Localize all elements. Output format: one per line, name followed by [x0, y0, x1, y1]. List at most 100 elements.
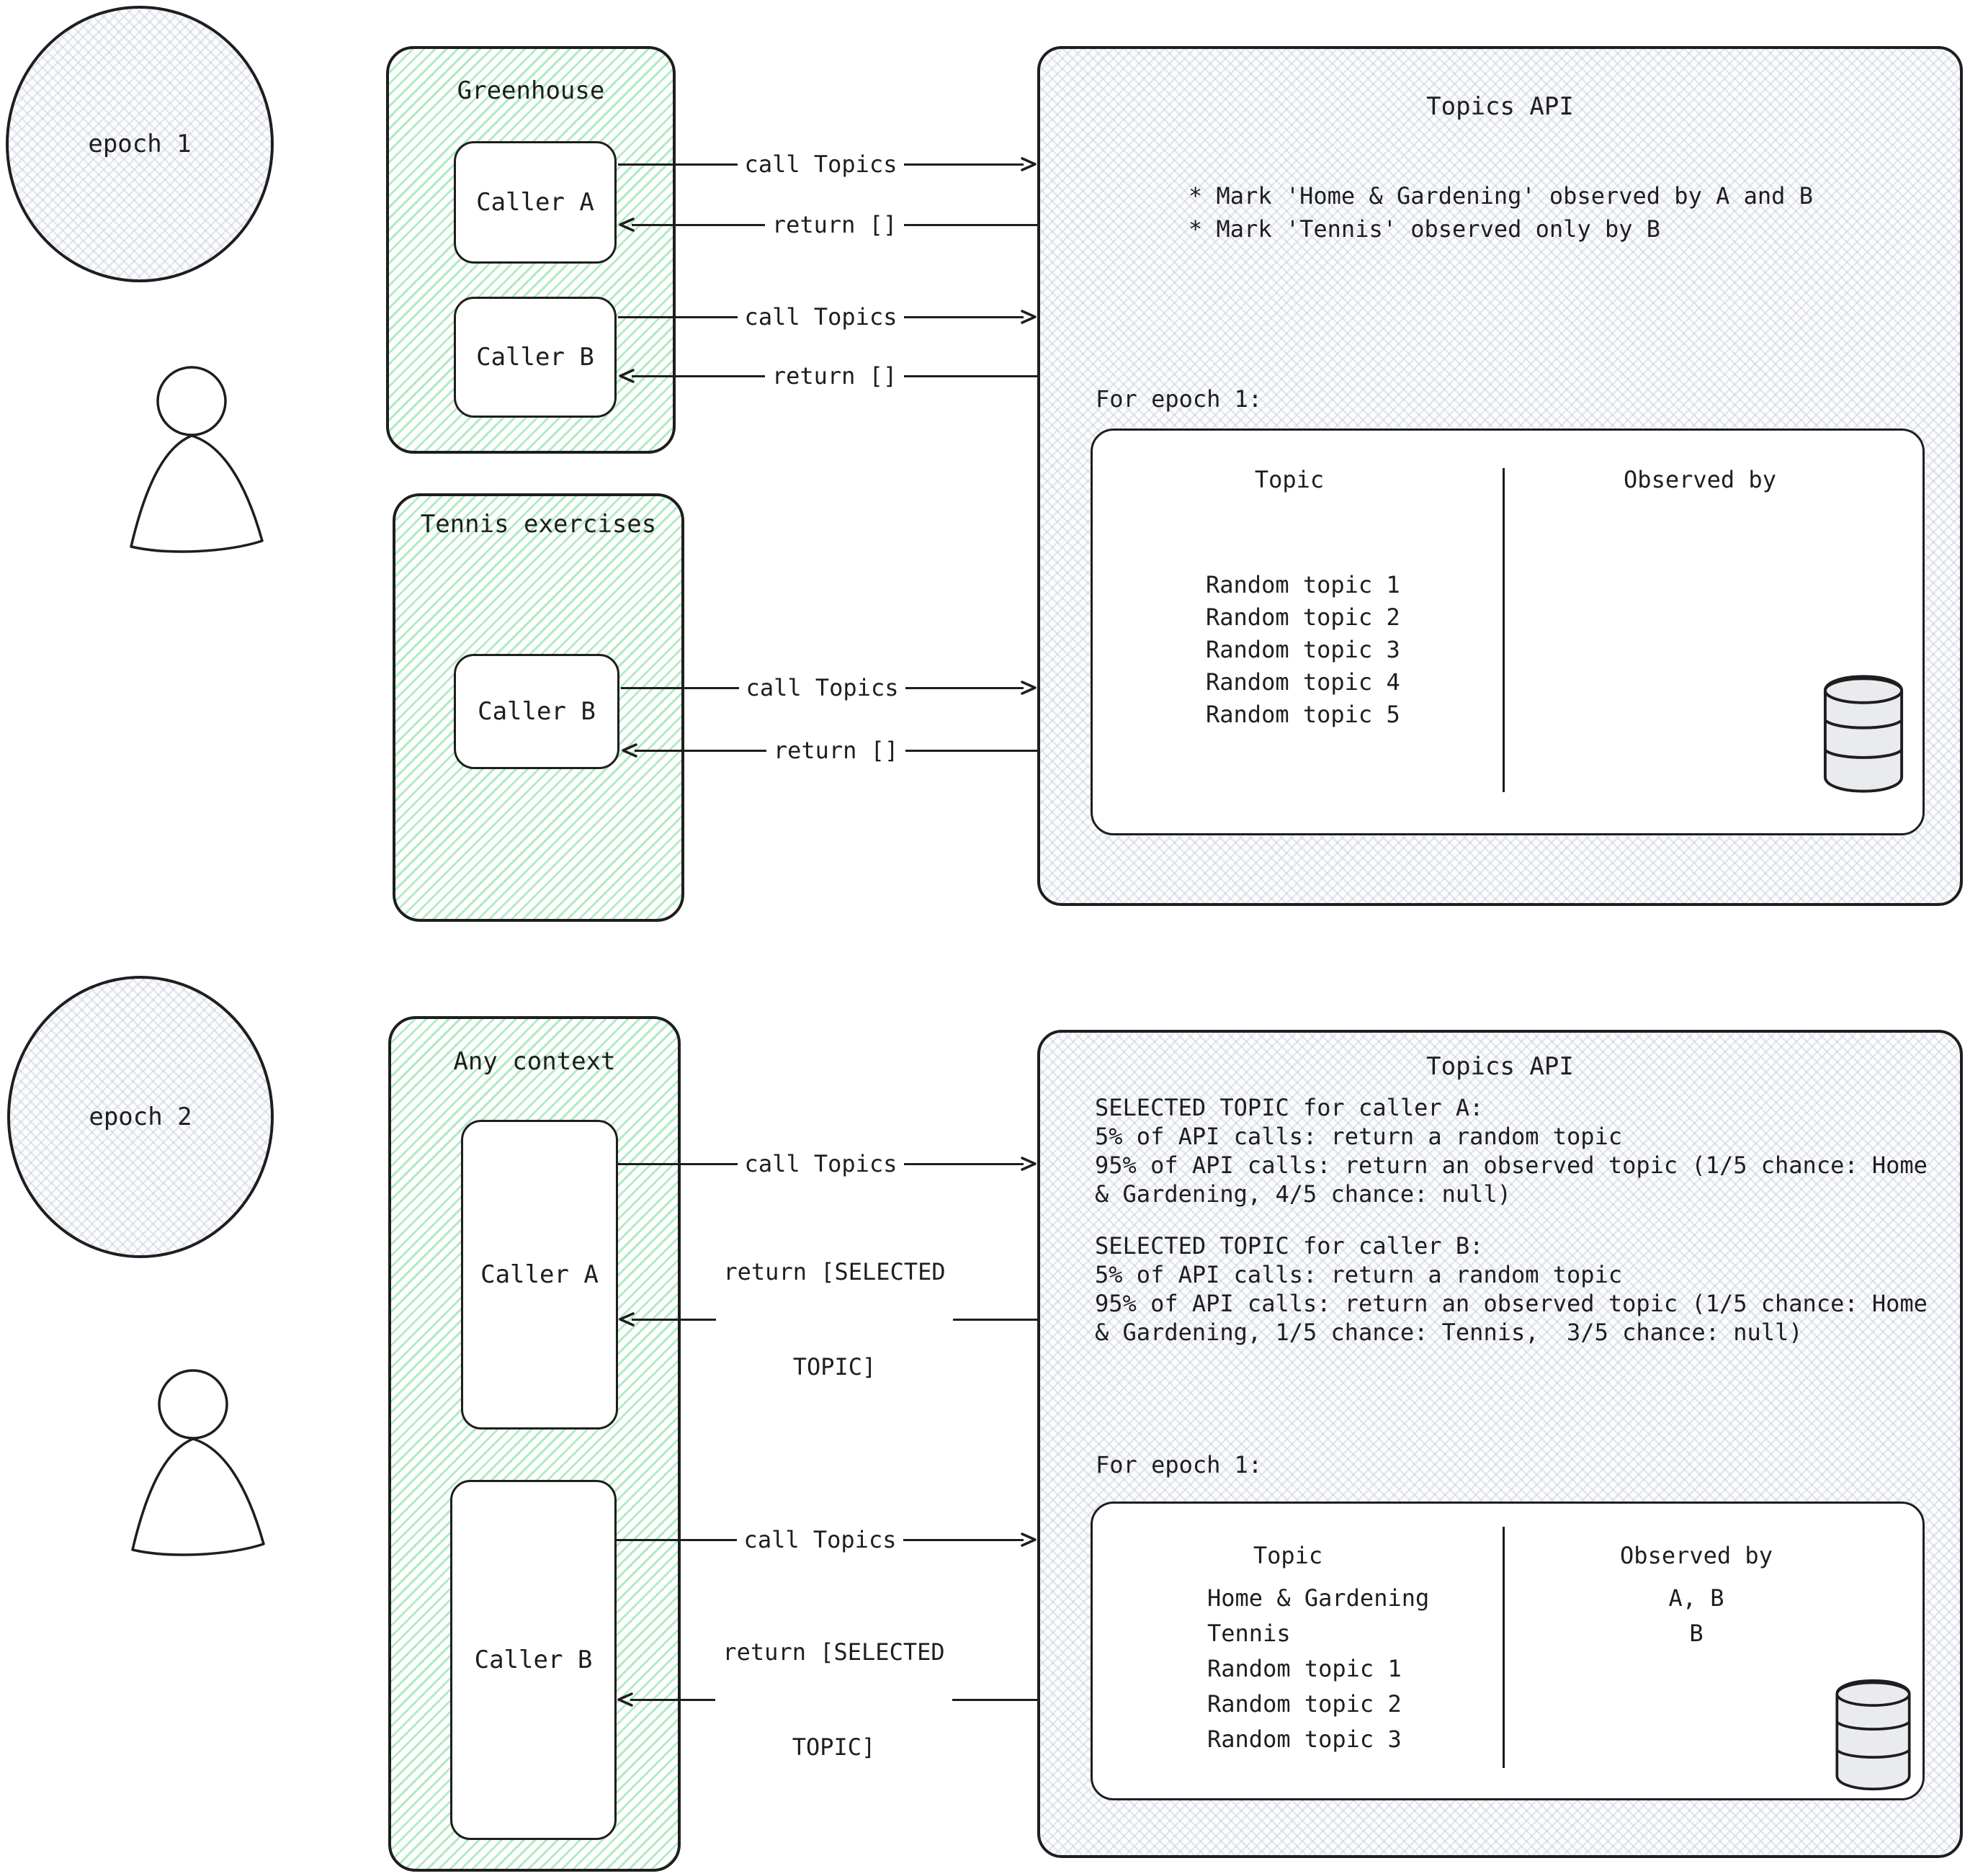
arrow-tennis-return: return [] — [621, 735, 1038, 766]
caller-a-box-epoch2: Caller A — [461, 1120, 618, 1430]
epoch2-table — [1091, 1502, 1925, 1800]
arrow-line — [632, 223, 765, 226]
arrow-caller-a-call-epoch2: call Topics — [618, 1148, 1037, 1180]
arrow-caller-a-return-epoch2: return [SELECTED TOPIC] — [618, 1258, 1037, 1381]
epoch1-observed-header: Observed by — [1624, 466, 1776, 493]
arrow-label: call Topics — [746, 674, 899, 701]
epoch1-label: epoch 1 — [88, 130, 192, 158]
arrowhead-left-icon — [622, 743, 637, 758]
arrow-label: call Topics — [743, 1526, 897, 1553]
policy-line: & Gardening, 4/5 chance: null) — [1095, 1180, 1511, 1208]
caller-b-box-epoch2: Caller B — [450, 1480, 617, 1840]
arrow-line — [632, 374, 765, 377]
arrow-label: return [SELECTED TOPIC] — [715, 1573, 952, 1826]
arrow-label: call Topics — [744, 151, 898, 178]
arrow-caller-a-return: return [] — [618, 209, 1038, 241]
caller-a-label: Caller A — [476, 188, 594, 217]
table-row: Random topic 3 — [1206, 636, 1400, 663]
caller-a-label: Caller A — [480, 1260, 599, 1289]
tennis-caller-b-box: Caller B — [454, 654, 619, 769]
epoch1-table-caption: For epoch 1: — [1096, 385, 1263, 413]
arrowhead-right-icon — [1021, 1157, 1037, 1171]
arrow-caller-b-return-epoch2: return [SELECTED TOPIC] — [617, 1638, 1037, 1761]
epoch1-topic-header: Topic — [1254, 466, 1325, 493]
arrow-line — [905, 749, 1038, 752]
epoch2-bubble: epoch 2 — [7, 976, 274, 1258]
caller-a-box: Caller A — [454, 141, 617, 264]
table-row: Random topic 3 — [1207, 1725, 1402, 1753]
epoch2-topic-rows: Home & Gardening Tennis Random topic 1 R… — [1207, 1581, 1429, 1757]
database-icon — [1823, 675, 1904, 793]
arrowhead-left-icon — [619, 369, 635, 383]
tennis-caller-b-label: Caller B — [478, 697, 596, 726]
table-row: Random topic 2 — [1207, 1690, 1402, 1718]
arrowhead-right-icon — [1021, 1532, 1037, 1547]
arrow-tennis-call: call Topics — [621, 672, 1037, 704]
table-row: Random topic 1 — [1206, 571, 1400, 598]
table-row: Random topic 1 — [1207, 1655, 1402, 1682]
observed-cell: A, B — [1668, 1584, 1724, 1612]
arrowhead-right-icon — [1021, 157, 1037, 171]
arrow-label: return [] — [771, 211, 898, 238]
policy-line: & Gardening, 1/5 chance: Tennis, 3/5 cha… — [1095, 1319, 1803, 1346]
arrow-line — [904, 163, 1024, 166]
table-row: Random topic 5 — [1206, 701, 1400, 728]
topics-api-title-epoch2: Topics API — [1426, 1052, 1574, 1081]
epoch2-observed-header: Observed by — [1620, 1542, 1773, 1569]
arrowhead-left-icon — [619, 217, 635, 232]
policy-line: SELECTED TOPIC for caller A: — [1095, 1094, 1484, 1121]
arrowhead-left-icon — [619, 1312, 635, 1327]
arrow-line — [904, 315, 1024, 318]
arrow-line — [904, 374, 1038, 377]
table-row: Random topic 4 — [1206, 668, 1400, 696]
arrow-label: return [] — [771, 362, 898, 390]
arrow-label-line1: return [SELECTED — [723, 1258, 946, 1285]
arrow-line — [952, 1698, 1037, 1701]
arrow-label-line1: return [SELECTED — [722, 1638, 945, 1666]
arrowhead-left-icon — [617, 1692, 633, 1707]
arrowhead-right-icon — [1021, 681, 1037, 695]
topics-api-bullets: * Mark 'Home & Gardening' observed by A … — [1189, 179, 1813, 246]
arrow-line — [904, 1162, 1024, 1165]
bullet-tennis: * Mark 'Tennis' observed only by B — [1189, 215, 1661, 243]
policy-line: 95% of API calls: return an observed top… — [1095, 1152, 1928, 1179]
epoch2-label: epoch 2 — [89, 1103, 192, 1131]
arrow-caller-b-call-epoch2: call Topics — [617, 1524, 1037, 1556]
arrow-line — [630, 1698, 716, 1701]
bullet-home-gardening: * Mark 'Home & Gardening' observed by A … — [1189, 182, 1813, 210]
arrow-caller-b-call: call Topics — [618, 301, 1037, 333]
policy-line: SELECTED TOPIC for caller B: — [1095, 1232, 1484, 1260]
arrow-label: return [SELECTED TOPIC] — [716, 1193, 952, 1446]
table-row: Random topic 2 — [1206, 603, 1400, 631]
database-icon — [1835, 1679, 1911, 1791]
tennis-title: Tennis exercises — [420, 510, 657, 539]
caller-b-label: Caller B — [474, 1646, 593, 1674]
epoch1-table — [1091, 428, 1925, 835]
table-row: Home & Gardening — [1207, 1584, 1430, 1612]
policy-line: 5% of API calls: return a random topic — [1095, 1123, 1623, 1150]
caller-b-box: Caller B — [454, 297, 617, 418]
epoch2-topic-header: Topic — [1253, 1542, 1323, 1569]
arrow-line — [618, 163, 738, 166]
observed-cell: B — [1689, 1620, 1704, 1647]
arrow-line — [905, 686, 1024, 689]
person-icon — [131, 1369, 265, 1556]
arrow-line — [621, 686, 739, 689]
policy-line: 5% of API calls: return a random topic — [1095, 1261, 1623, 1288]
epoch2-table-caption: For epoch 1: — [1096, 1451, 1263, 1478]
arrow-line — [618, 1162, 738, 1165]
arrow-line — [952, 1318, 1037, 1321]
arrow-label: return [] — [773, 737, 899, 764]
arrow-label-line2: TOPIC] — [792, 1353, 877, 1381]
arrow-label-line2: TOPIC] — [792, 1733, 876, 1761]
arrow-line — [617, 1538, 737, 1541]
any-context-title: Any context — [453, 1047, 616, 1076]
caller-b-label: Caller B — [476, 343, 594, 372]
policy-line: 95% of API calls: return an observed top… — [1095, 1290, 1928, 1317]
arrow-line — [635, 749, 766, 752]
table-row: Tennis — [1207, 1620, 1291, 1647]
arrowhead-right-icon — [1021, 310, 1037, 324]
arrow-line — [632, 1318, 717, 1321]
epoch2-table-divider — [1503, 1527, 1505, 1768]
